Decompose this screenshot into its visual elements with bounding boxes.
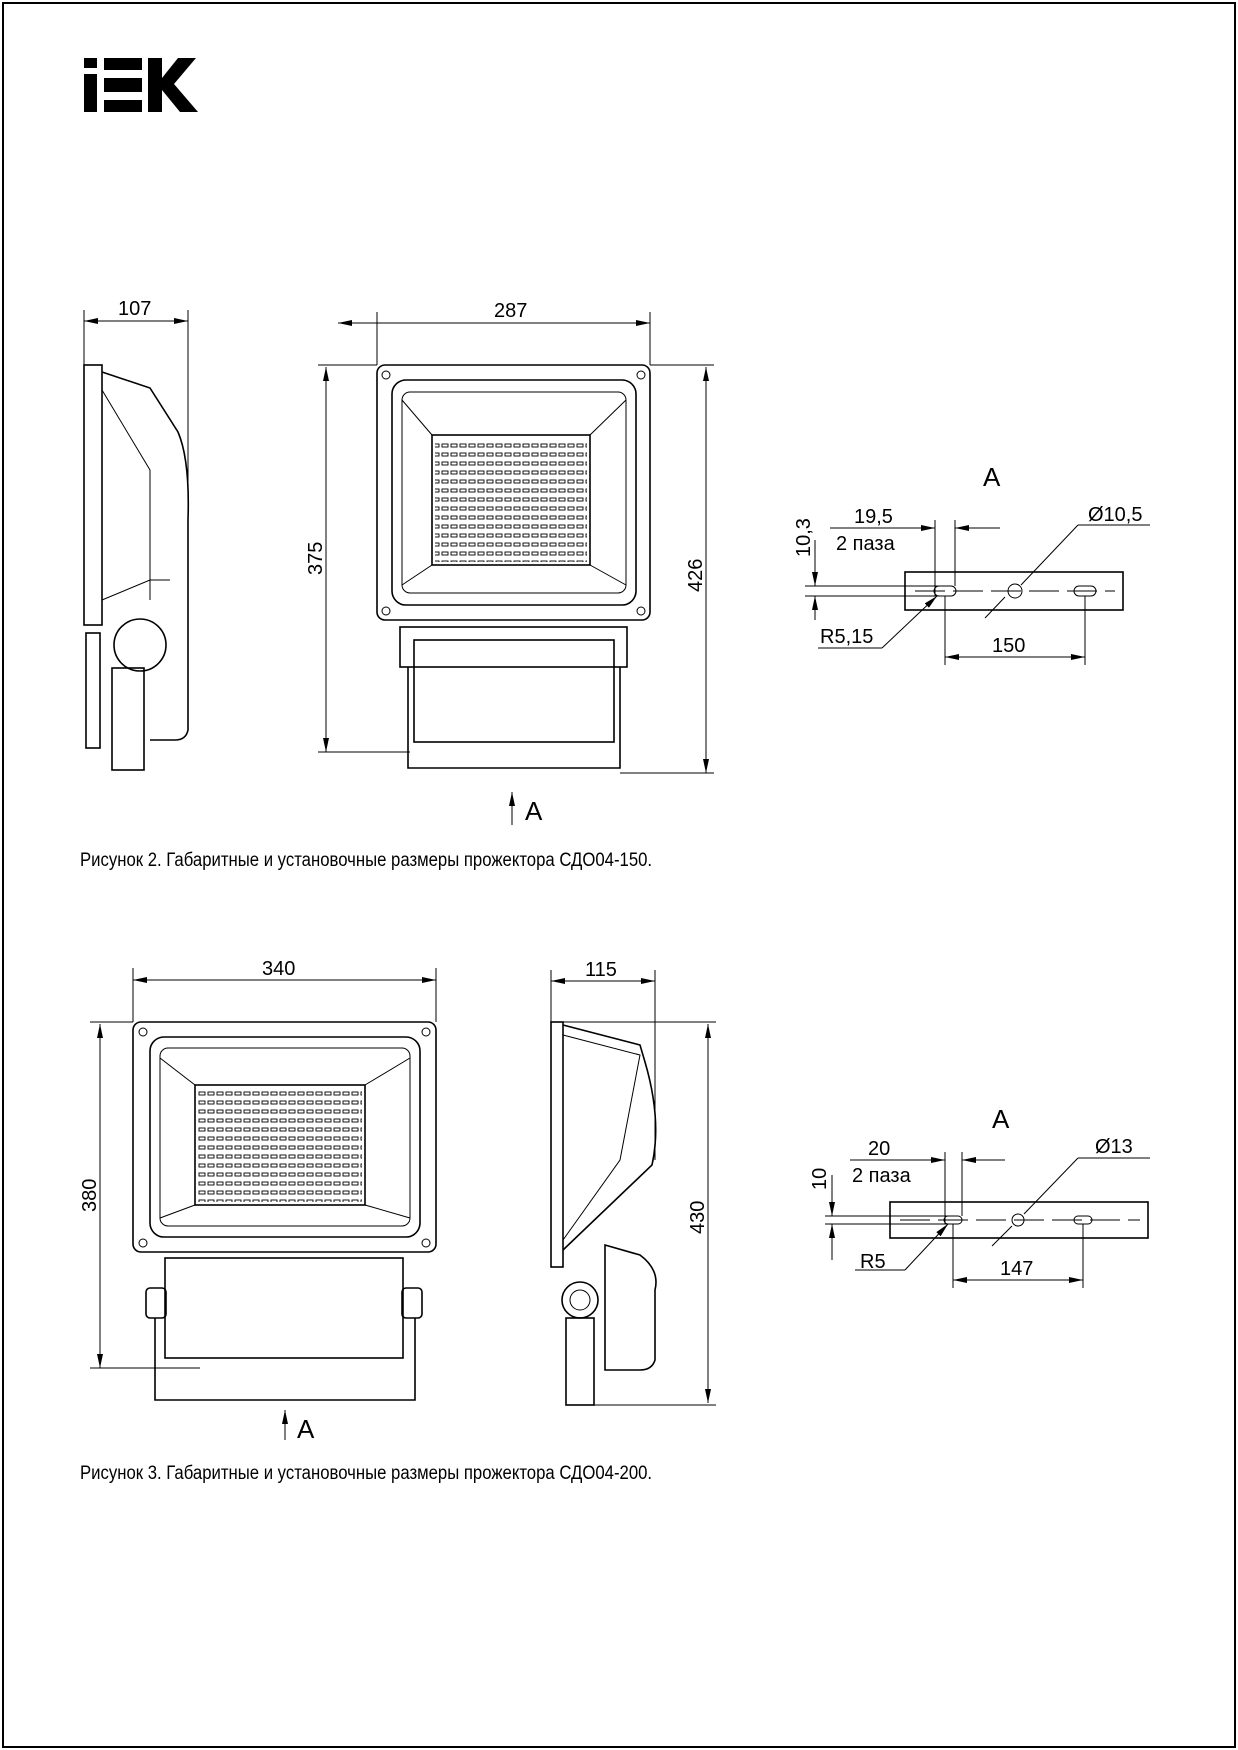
fig3-slot-height: 10 [809,1168,831,1190]
fig2-slot-height: 10,3 [793,518,815,557]
fig3-view-label: A [297,1414,315,1444]
fig2-view-label: A [525,796,543,826]
fig2-front-view [318,312,714,825]
fig3-slot-count: 2 паза [852,1165,912,1187]
fig3-dim-depth: 115 [585,959,617,981]
fig3-slot-width: 20 [868,1138,890,1160]
fig3-front-view [90,968,437,1440]
fig3-hole-diameter: Ø13 [1095,1136,1133,1158]
iek-logo [84,58,198,112]
fig3-dim-width: 340 [262,958,295,980]
fig3-detail-a [825,1152,1150,1288]
fig3-radius: R5 [860,1251,886,1273]
fig3-detail-title: A [992,1104,1010,1134]
fig2-detail-a [805,520,1150,665]
fig2-detail-title: A [983,462,1001,492]
fig2-dim-height-body: 375 [305,542,327,575]
fig2-dim-width: 287 [494,300,527,322]
fig2-dim-height-total: 426 [685,559,707,592]
fig2-spacing: 150 [992,635,1025,657]
fig2-slot-count: 2 паза [836,533,896,555]
fig2-slot-width: 19,5 [854,506,893,528]
fig2-caption: Рисунок 2. Габаритные и установочные раз… [80,850,653,871]
fig2-hole-diameter: Ø10,5 [1088,504,1142,526]
fig3-dim-height-total: 430 [687,1201,709,1234]
fig3-spacing: 147 [1000,1258,1033,1280]
fig3-side-view [550,970,716,1406]
fig2-dim-depth: 107 [118,298,151,320]
fig3-caption: Рисунок 3. Габаритные и установочные раз… [80,1463,653,1484]
fig3-dim-height-body: 380 [79,1179,101,1212]
fig2-side-view [83,310,190,771]
fig2-radius: R5,15 [820,626,873,648]
